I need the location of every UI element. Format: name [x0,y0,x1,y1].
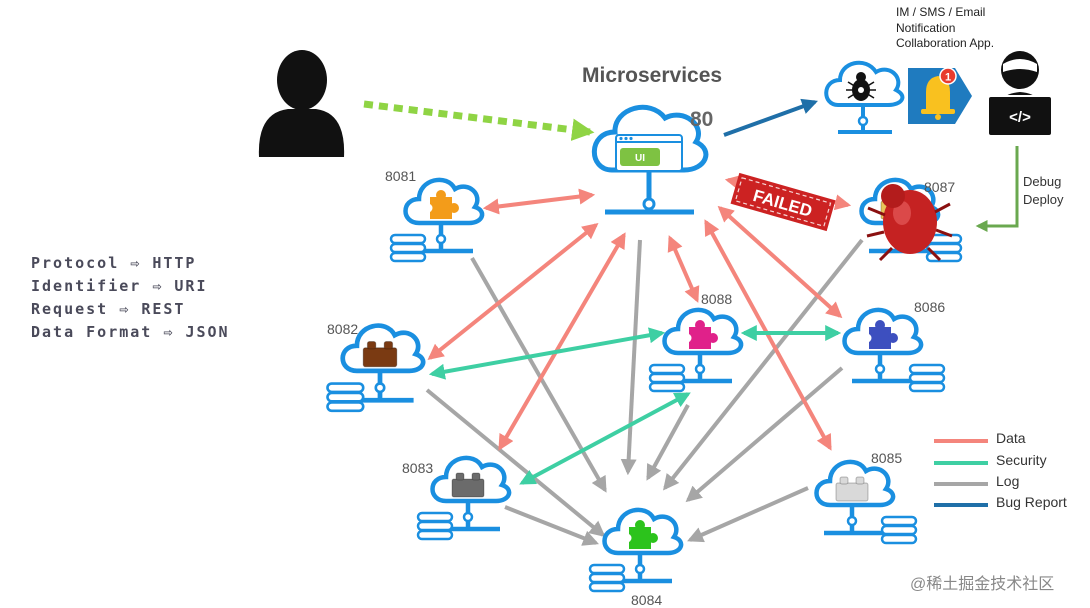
port-label-8087: 8087 [924,179,956,195]
log-arrow-8085-8084 [687,486,809,543]
service-nodes [326,177,963,593]
database-icon [588,563,626,593]
legend-swatch [934,439,988,443]
bug-8087-icon [866,184,953,262]
node-8086 [842,307,946,393]
database-icon [416,511,454,541]
legend-label: Bug Report [996,494,1067,510]
log-arrow-ui-8084 [620,239,642,476]
puzzle-piece-icon [423,190,459,219]
protocol-key: Data Format [31,323,153,341]
bug-node [824,60,905,134]
database-icon [389,233,427,263]
legend-label: Security [996,452,1047,468]
protocol-value: JSON [185,323,230,341]
legend: Data Security Log Bug Report [934,430,1084,520]
protocol-row: Identifier ⇨ URI [31,275,230,298]
notification-line-2: Notification [896,20,956,35]
diagram-title: Microservices [582,64,723,87]
lego-brick-icon [835,476,869,502]
node-8081 [389,177,485,263]
security-arrows [428,325,842,485]
deploy-label: Deploy [1023,192,1064,207]
node-8083 [416,455,512,541]
protocol-key: Protocol [31,254,120,272]
protocol-row: Protocol ⇨ HTTP [31,252,230,275]
node-8082 [326,323,426,413]
debug-label: Debug [1023,174,1062,189]
legend-swatch [934,503,988,507]
protocol-value: URI [174,277,208,295]
security-arrow-8082-8088 [428,327,666,380]
user-request-arrow [363,100,595,141]
protocol-arrow: ⇨ [163,323,175,341]
data-arrows [427,174,852,451]
port-label-8084: 8084 [631,592,663,608]
notification-caption: IM / SMS / Email Notification Collaborat… [896,5,994,52]
puzzle-piece-icon [862,320,898,349]
legend-swatch [934,482,988,486]
puzzle-piece-icon [622,520,658,549]
notification-line-3: Collaboration App. [896,36,995,50]
debug-deploy-arrow [975,146,1019,232]
developer-icon: </> [987,51,1053,137]
log-arrow-8087-8084 [663,238,864,491]
notification-bell-icon: 1 [908,67,972,124]
port-label-8085: 8085 [871,450,903,466]
failed-stamp: FAILED [730,172,836,232]
ui-node: UI [591,104,709,215]
node-8085 [814,459,918,545]
port-label-8086: 8086 [914,299,946,315]
protocol-arrow: ⇨ [152,277,164,295]
protocol-key: Identifier [31,277,142,295]
developer-code-glyph: </> [1009,109,1031,126]
protocol-arrow: ⇨ [130,254,142,272]
bug-icon [846,72,876,101]
data-arrow-ui-8081 [482,188,596,215]
puzzle-piece-icon [682,320,718,349]
database-icon [880,515,918,545]
ui-badge-text: UI [635,153,645,164]
log-arrow-8086-8084 [685,366,844,503]
lego-brick-icon [362,340,398,368]
protocol-list: Protocol ⇨ HTTP Identifier ⇨ URI Request… [31,252,230,344]
bug-report-arrow [723,98,819,137]
database-icon [925,233,963,263]
log-arrow-8081-8084 [470,257,607,493]
protocol-row: Request ⇨ REST [31,298,230,321]
lego-brick-icon [451,472,485,498]
node-8088 [648,307,744,393]
protocol-row: Data Format ⇨ JSON [31,321,230,344]
watermark: @稀土掘金技术社区 [910,576,1055,593]
data-arrow-ui-8088 [667,235,700,303]
port-label-8081: 8081 [385,168,417,184]
browser-window-icon: UI [615,134,683,172]
protocol-value: HTTP [152,254,197,272]
protocol-key: Request [31,300,109,318]
debug-deploy-caption: Debug Deploy [1023,173,1063,209]
notification-badge-count: 1 [945,72,951,84]
node-8084 [588,507,684,593]
legend-label: Data [996,430,1026,446]
protocol-value: REST [141,300,186,318]
user-icon [258,50,345,157]
notification-line-1: IM / SMS / Email [896,5,986,19]
port-label-8082: 8082 [327,321,359,337]
database-icon [648,363,686,393]
legend-label: Log [996,473,1020,489]
protocol-arrow: ⇨ [119,300,131,318]
port-label-8088: 8088 [701,291,733,307]
port-label-8083: 8083 [402,460,434,476]
log-arrow-8082-8084 [425,388,606,538]
data-arrow-ui-8082 [427,222,599,361]
legend-swatch [934,461,988,465]
security-arrow-8083-8088 [519,392,691,485]
database-icon [908,363,946,393]
ui-port-label: 80 [690,108,714,131]
database-icon [326,382,365,413]
log-arrow-8083-8084 [504,505,599,546]
